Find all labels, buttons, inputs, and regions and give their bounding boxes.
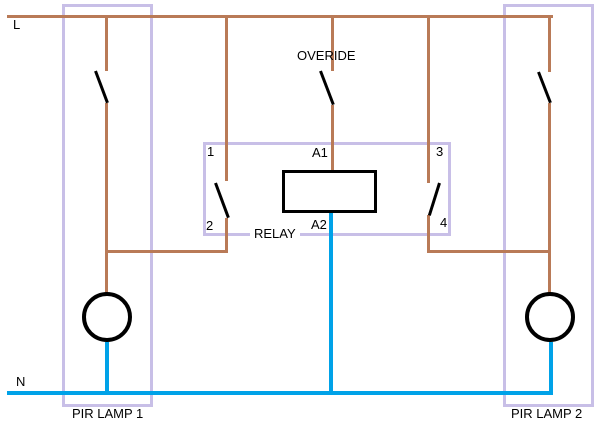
relay-lamp2-branch-wire xyxy=(427,250,551,253)
pir1-switch-feed-wire xyxy=(105,15,108,71)
pir-lamp-1-label: PIR LAMP 1 xyxy=(72,406,144,421)
terminal-3-label: 3 xyxy=(436,144,444,159)
lamp2-neutral-wire xyxy=(549,342,553,395)
pir2-switch-feed-wire xyxy=(548,15,551,72)
terminal-2-label: 2 xyxy=(206,218,214,233)
relay-terminal2-stub-wire xyxy=(225,218,228,253)
terminal-4-label: 4 xyxy=(440,215,448,230)
lamp-2-symbol xyxy=(525,292,575,342)
relay-terminal4-stub-wire xyxy=(427,215,430,253)
pir-lamp-2-label: PIR LAMP 2 xyxy=(511,406,583,421)
neutral-label: N xyxy=(16,374,26,389)
coil-a1-label: A1 xyxy=(312,145,328,160)
relay-enclosure xyxy=(203,142,451,236)
pir1-lamp-feed-wire xyxy=(105,103,108,293)
pir-lamp-2-enclosure xyxy=(503,4,594,407)
lamp-1-symbol xyxy=(82,292,132,342)
relay-terminal3-drop-wire xyxy=(427,15,430,183)
live-label: L xyxy=(13,17,21,32)
lamp1-relay-branch-wire xyxy=(105,250,228,253)
relay-coil-symbol xyxy=(282,170,377,213)
relay-label: RELAY xyxy=(250,227,300,241)
coil-a1-wire xyxy=(331,105,334,170)
relay-terminal1-drop-wire xyxy=(225,15,228,181)
override-switch-blade xyxy=(318,70,335,106)
live-bus-wire xyxy=(7,15,553,18)
lamp1-neutral-wire xyxy=(105,342,109,391)
pir-lamp-1-enclosure xyxy=(62,4,153,407)
pir2-lamp-feed-wire xyxy=(548,103,551,293)
override-label: OVERIDE xyxy=(297,48,356,63)
override-switch-feed-wire xyxy=(331,15,334,71)
coil-a2-neutral-wire xyxy=(329,213,333,391)
coil-a2-label: A2 xyxy=(311,217,327,232)
neutral-bus-wire xyxy=(7,391,552,395)
terminal-1-label: 1 xyxy=(207,144,215,159)
